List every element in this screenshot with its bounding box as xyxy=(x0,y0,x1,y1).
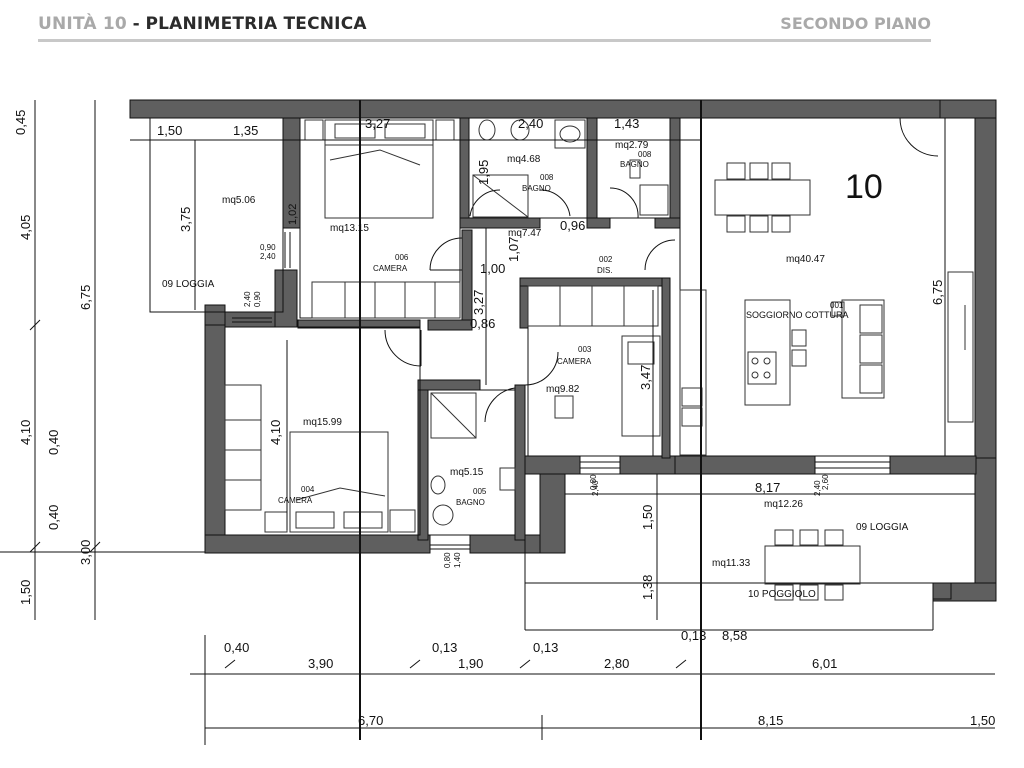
dim-bottom1-3: 0,13 xyxy=(432,640,457,655)
bagno-008b-code: 008 xyxy=(638,150,652,159)
plan-header: UNITÀ 10 - PLANIMETRIA TECNICA SECONDO P… xyxy=(38,14,931,42)
dim-bottom1-1: 0,40 xyxy=(224,640,249,655)
camera-004-code: 004 xyxy=(301,485,315,494)
dim-inner-1-38: 1,38 xyxy=(640,575,655,600)
dim-top-1: 1,50 xyxy=(157,123,182,138)
poggiolo-name: 10 POGGIOLO xyxy=(748,589,816,600)
dim-inner-3-27: 3,27 xyxy=(471,290,486,315)
dim-top-3: 3,27 xyxy=(365,116,390,131)
bagno-008-name: BAGNO xyxy=(522,184,551,193)
dim-inner-2-60: 2,60 xyxy=(821,474,830,490)
dim-inner-8-17: 8,17 xyxy=(755,480,780,495)
unit-label: UNITÀ 10 xyxy=(38,14,127,34)
dim-inner-0-80b: 0,80 xyxy=(589,474,598,490)
dim-inner-2-40c: 2,40 xyxy=(591,480,600,496)
soggiorno-name: SOGGIORNO COTTURA xyxy=(746,310,849,320)
loggia-right-area: mq12.26 xyxy=(764,499,803,510)
soggiorno-code: 001 xyxy=(830,301,844,310)
dim-inner-1-02: 1,02 xyxy=(287,204,299,225)
loggia-left-area: mq5.06 xyxy=(222,195,256,206)
dim-left-2: 4,05 xyxy=(18,215,33,240)
dis-002-area: mq7.47 xyxy=(508,228,542,239)
dis-002-code: 002 xyxy=(599,255,613,264)
dim-bottom1-7: 0,13 xyxy=(681,628,706,643)
header-title: UNITÀ 10 - PLANIMETRIA TECNICA xyxy=(38,14,367,34)
dimension-lines xyxy=(0,100,995,745)
camera-003-area: mq9.82 xyxy=(546,384,580,395)
camera-006-name: CAMERA xyxy=(373,264,408,273)
header-divider xyxy=(38,39,931,42)
dim-inner-0-96: 0,96 xyxy=(560,218,585,233)
dim-bottom2-1: 6,70 xyxy=(358,713,383,728)
dim-inner-4-10: 4,10 xyxy=(268,420,283,445)
bagno-008b-area: mq2.79 xyxy=(615,140,649,151)
bagno-005-area: mq5.15 xyxy=(450,467,484,478)
dim-inner-1-00: 1,00 xyxy=(480,261,505,276)
dim-inner-2-40b: 2,40 xyxy=(243,291,252,307)
dim-top-2: 1,35 xyxy=(233,123,258,138)
camera-004-area: mq15.99 xyxy=(303,417,342,428)
dim-left-7: 3,00 xyxy=(78,540,93,565)
dim-bottom2-2: 8,15 xyxy=(758,713,783,728)
dim-inner-1-40: 1,40 xyxy=(453,552,462,568)
dim-inner-1-07: 1,07 xyxy=(506,237,521,262)
room-labels: 09 LOGGIA mq5.06 mq13.15 006 CAMERA mq4.… xyxy=(162,140,909,600)
camera-003-name: CAMERA xyxy=(557,357,592,366)
camera-004-name: CAMERA xyxy=(278,496,313,505)
plan-thin-lines xyxy=(149,117,976,631)
bagno-008-code: 008 xyxy=(540,173,554,182)
dim-bottom1-2: 3,90 xyxy=(308,656,333,671)
dimension-labels: 1,50 1,35 3,27 2,40 1,43 0,45 4,05 6,75 … xyxy=(13,110,995,728)
dim-inner-1-50: 1,50 xyxy=(640,505,655,530)
dim-inner-0-90a: 0,90 xyxy=(260,243,276,252)
plan-title: PLANIMETRIA TECNICA xyxy=(145,14,367,34)
camera-003-code: 003 xyxy=(578,345,592,354)
dim-inner-0-90b: 0,90 xyxy=(253,291,262,307)
dim-inner-2-40d: 2,40 xyxy=(813,480,822,496)
dim-left-6: 0,40 xyxy=(46,505,61,530)
unit-number: 10 xyxy=(845,168,883,206)
dim-inner-1-95: 1,95 xyxy=(476,160,491,185)
header-separator: - xyxy=(132,14,140,34)
loggia-left-name: 09 LOGGIA xyxy=(162,279,215,290)
poggiolo-area: mq11.33 xyxy=(712,558,751,569)
dim-inner-0-86: 0,86 xyxy=(470,316,495,331)
floor-label: SECONDO PIANO xyxy=(780,14,931,33)
dim-left-8: 1,50 xyxy=(18,580,33,605)
dim-left-4: 4,10 xyxy=(18,420,33,445)
dim-left-1: 0,45 xyxy=(13,110,28,135)
dim-bottom1-6: 2,80 xyxy=(604,656,629,671)
dim-bottom1-9: 6,01 xyxy=(812,656,837,671)
dis-002-name: DIS. xyxy=(597,266,613,275)
dim-inner-3-75: 3,75 xyxy=(178,207,193,232)
camera-006-code: 006 xyxy=(395,253,409,262)
dim-left-3: 6,75 xyxy=(78,285,93,310)
dim-top-5: 1,43 xyxy=(614,116,639,131)
dim-inner-6-75: 6,75 xyxy=(930,280,945,305)
soggiorno-area: mq40.47 xyxy=(786,254,825,265)
dim-bottom1-5: 0,13 xyxy=(533,640,558,655)
bagno-008b-name: BAGNO xyxy=(620,160,649,169)
camera-006-area: mq13.15 xyxy=(330,223,369,234)
dim-left-5: 0,40 xyxy=(46,430,61,455)
dim-bottom2-3: 1,50 xyxy=(970,713,995,728)
bagno-005-name: BAGNO xyxy=(456,498,485,507)
dim-bottom1-4: 1,90 xyxy=(458,656,483,671)
dim-inner-3-47: 3,47 xyxy=(638,365,653,390)
bagno-008-area: mq4.68 xyxy=(507,154,541,165)
furniture xyxy=(224,119,974,601)
dim-inner-2-40a: 2,40 xyxy=(260,252,276,261)
dim-top-4: 2,40 xyxy=(518,116,543,131)
bagno-005-code: 005 xyxy=(473,487,487,496)
loggia-right-name: 09 LOGGIA xyxy=(856,522,909,533)
dim-inner-0-80a: 0,80 xyxy=(443,552,452,568)
dim-bottom1-8: 8,58 xyxy=(722,628,747,643)
